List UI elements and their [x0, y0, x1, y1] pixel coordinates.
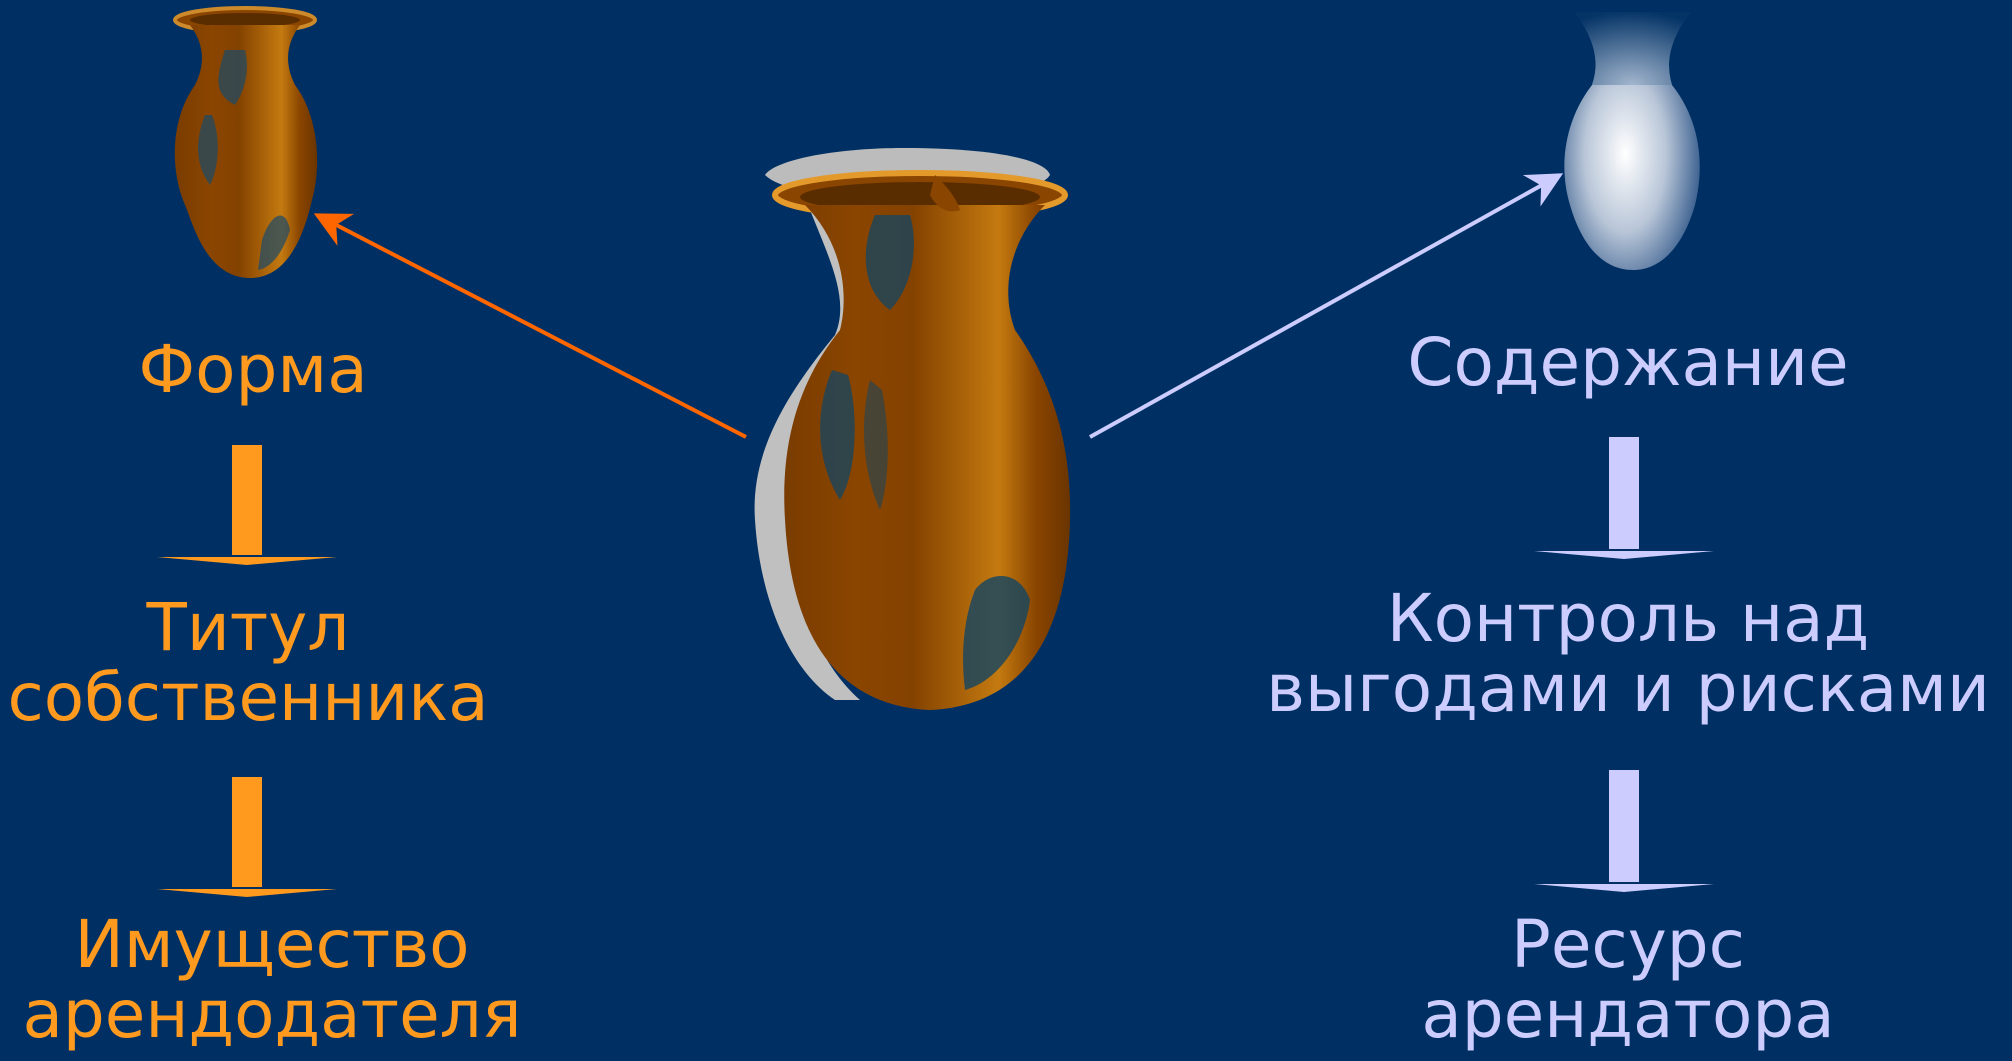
lessor-property-line2: арендодателя: [22, 976, 522, 1053]
content-heading: Содержание: [1407, 324, 1849, 401]
lessee-resource-line1: Ресурс: [1511, 906, 1745, 983]
central-vase: [754, 148, 1071, 710]
control-line1: Контроль над: [1386, 580, 1870, 657]
owner-title-line1: Титул: [146, 589, 350, 666]
lessor-property-line1: Имущество: [74, 906, 470, 983]
owner-title-line2: собственника: [7, 659, 489, 736]
control-label: Контроль над выгодами и рисками: [1266, 584, 1990, 724]
lessee-resource-label: Ресурс арендатора: [1421, 910, 1834, 1050]
right-down-arrow-2: [1534, 770, 1714, 892]
control-line2: выгодами и рисками: [1266, 650, 1990, 727]
arrow-to-content: [1089, 173, 1564, 439]
left-down-arrow-2: [157, 777, 337, 897]
arrow-to-form: [313, 213, 747, 439]
form-vase: [173, 6, 318, 278]
owner-title-label: Титул собственника: [7, 593, 488, 733]
content-vase: [1564, 12, 1700, 270]
form-heading: Форма: [138, 331, 368, 408]
lessee-resource-line2: арендатора: [1421, 976, 1835, 1053]
lessor-property-label: Имущество арендодателя: [22, 910, 521, 1050]
left-down-arrow-1: [157, 445, 337, 565]
right-down-arrow-1: [1534, 437, 1714, 559]
